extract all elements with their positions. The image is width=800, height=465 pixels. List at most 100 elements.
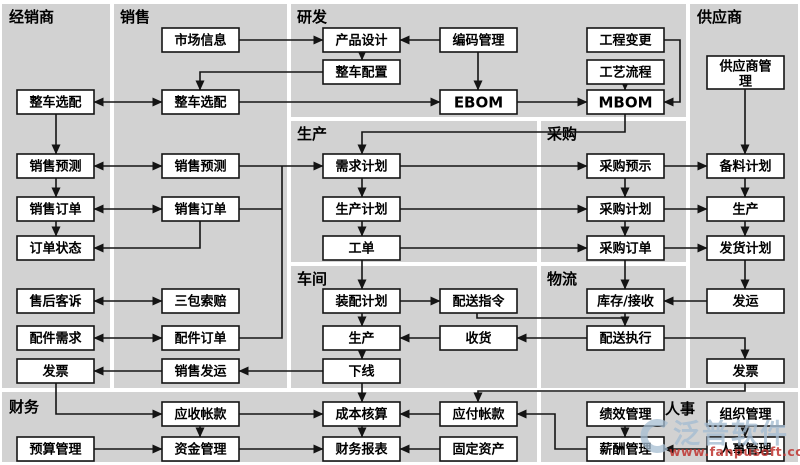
node-box [586,325,665,351]
node-rd-eng-change: 工程变更 [586,27,665,53]
node-label: EBOM [454,94,503,112]
edge-dealer-invoice--fin-accounts-receivable [55,383,163,419]
node-box [439,27,518,53]
node-dealer-after-sales-complaint: 售后客诉 [16,288,95,314]
node-rd-ebom: EBOM [439,89,518,115]
node-box [16,325,95,351]
node-box [322,325,401,351]
node-ws-assembly-plan: 装配计划 [322,288,401,314]
section-label-sales: 销售 [120,8,150,26]
node-box [439,288,518,314]
flow-edges [51,35,750,454]
node-supplier-shipment: 发运 [706,288,785,314]
node-label: 配送执行 [599,331,651,347]
node-box [706,436,785,462]
node-label: 需求计划 [335,159,387,175]
node-box [706,153,785,179]
node-label: 组织管理 [719,407,771,423]
node-label: 生产计划 [335,202,387,218]
node-box [161,288,240,314]
node-label: 销售发运 [174,364,226,380]
node-box [16,436,95,462]
node-label: 收货 [465,331,491,347]
node-rd-process-flow: 工艺流程 [586,59,665,85]
node-proc-purchase-plan: 采购计划 [586,196,665,222]
node-box [439,325,518,351]
node-sales-vehicle-option: 整车选配 [161,89,240,115]
node-box [439,401,518,427]
fanpu-logo-icon [640,419,669,453]
node-proc-purchase-order: 采购订单 [586,235,665,261]
node-label: 供应商管 [718,59,771,75]
node-label: 生产 [348,331,374,347]
node-box [586,89,665,115]
node-box [439,436,518,462]
node-log-delivery-execution: 配送执行 [586,325,665,351]
node-sales-sales-forecast: 销售预测 [161,153,240,179]
node-box [16,358,95,384]
connector-sales-parts-order--merge-junction [239,166,283,339]
node-fin-financial-report: 财务报表 [322,436,401,462]
node-box [322,59,401,85]
node-label: MBOM [598,94,652,112]
section-label-dealer: 经销商 [9,8,54,26]
node-box [322,358,401,384]
section-label-procurement: 采购 [546,125,577,143]
edge-rd-mbom--prod-demand-plan [357,114,626,155]
node-sales-shipping: 销售发运 [161,358,240,384]
edge-rd-vehicle-config--sales-vehicle-option [195,71,323,91]
node-box [161,325,240,351]
node-label: 整车选配 [173,95,226,111]
node-rd-mbom: MBOM [586,89,665,115]
node-label: 财务报表 [335,442,388,458]
node-box [586,27,665,53]
watermark-url: www.fanpusoft.com [669,444,800,459]
node-label: 备料计划 [718,159,771,175]
node-label: 装配计划 [334,294,387,310]
node-label: 理 [739,75,752,90]
node-dealer-parts-demand: 配件需求 [16,325,95,351]
node-ws-receiving: 收货 [439,325,518,351]
node-fin-budget-mgmt: 预算管理 [16,436,95,462]
node-log-inventory-receiving: 库存/接收 [586,288,665,314]
node-box [322,153,401,179]
edge-sales-sales-order--dealer-order-status [93,221,201,253]
node-box [706,288,785,314]
node-box [322,27,401,53]
section-label-finance: 财务 [9,398,40,416]
node-ws-offline: 下线 [322,358,401,384]
node-label: 应收帐款 [174,407,227,423]
process-nodes: 整车选配销售预测销售订单订单状态售后客诉配件需求发票市场信息整车选配销售预测销售… [16,27,785,462]
node-box [586,196,665,222]
node-label: 销售预测 [29,159,81,175]
node-label: 配送指令 [452,294,505,310]
node-rd-vehicle-config: 整车配置 [322,59,401,85]
node-label: 生产 [732,202,758,218]
node-label: 市场信息 [174,33,226,49]
edge-log-delivery-execution--supplier-invoice [664,337,750,360]
node-label: 采购预示 [598,159,651,175]
node-box [706,55,785,90]
node-label: 订单状态 [29,241,81,257]
node-sales-warranty-claim: 三包索赔 [161,288,240,314]
node-label: 发票 [41,364,68,380]
watermark-brand: 泛普软件 [673,418,789,450]
node-box [161,27,240,53]
node-box [706,358,785,384]
node-sales-parts-order: 配件订单 [161,325,240,351]
node-label: 工程变更 [599,33,652,49]
section-label-supplier: 供应商 [696,8,742,26]
fanpu-watermark: 泛普软件 www.fanpusoft.com [640,418,800,459]
node-label: 发货计划 [718,241,771,257]
node-fin-accounts-payable: 应付帐款 [439,401,518,427]
node-label: 采购计划 [598,202,651,218]
edge-supplier-invoice--fin-accounts-payable [473,383,746,403]
node-box [322,401,401,427]
node-supplier-delivery-plan: 发货计划 [706,235,785,261]
node-box [161,89,240,115]
node-label: 下线 [348,364,374,380]
node-supplier-material-plan: 备料计划 [706,153,785,179]
node-box [586,59,665,85]
node-label: 配件需求 [29,331,82,347]
